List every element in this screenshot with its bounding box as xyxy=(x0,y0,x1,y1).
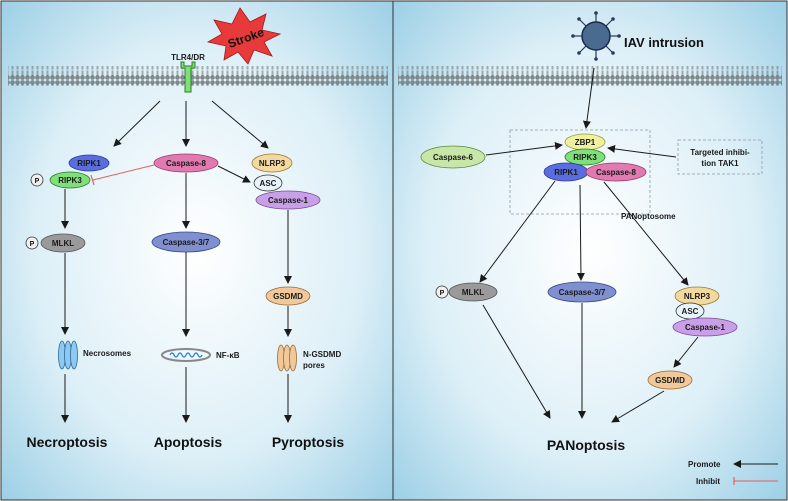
panoptosis-outcome: PANoptosis xyxy=(547,437,626,453)
asc-right-label: ASC xyxy=(682,307,699,316)
necrosomes-icon xyxy=(58,340,78,370)
receptor-label: TLR4/DR xyxy=(171,53,205,62)
virus-icon xyxy=(571,11,621,61)
nfkb-dna-icon xyxy=(161,348,211,362)
ripk1-right-label: RIPK1 xyxy=(554,168,578,177)
asc-label: ASC xyxy=(260,179,277,188)
caspase37-label: Caspase-3/7 xyxy=(163,238,210,247)
caspase6-label: Caspase-6 xyxy=(433,153,474,162)
tak1-label-line1: Targeted inhibi- xyxy=(690,148,750,157)
nlrp3-right-label: NLRP3 xyxy=(684,292,711,301)
stroke-burst-icon xyxy=(206,7,282,65)
caspase1-node xyxy=(255,190,321,210)
mlkl-node xyxy=(40,233,86,253)
caspase8-node xyxy=(153,153,219,173)
caspase6-node xyxy=(420,145,486,169)
tak1-label-line2: tion TAK1 xyxy=(701,159,739,168)
caspase1-right-node xyxy=(672,317,738,337)
phospho-ripk3-icon xyxy=(30,173,44,187)
caspase1-label: Caspase-1 xyxy=(268,196,309,205)
ripk3-right-node xyxy=(564,148,606,166)
legend-promote-label: Promote xyxy=(688,460,721,469)
phospho-ripk3-label: P xyxy=(35,178,40,185)
ripk3-label: RIPK3 xyxy=(58,176,82,185)
panoptosome-box xyxy=(509,129,651,215)
nlrp3-label: NLRP3 xyxy=(259,159,286,168)
ngsdmd-label-line2: pores xyxy=(303,361,325,370)
gsdmd-node xyxy=(265,286,311,306)
mlkl-right-label: MLKL xyxy=(462,288,484,297)
phospho-mlkl-right-label: P xyxy=(440,290,445,297)
ripk3-right-label: RIPK3 xyxy=(573,153,597,162)
phospho-mlkl-right-icon xyxy=(435,285,449,299)
asc-node xyxy=(253,174,283,192)
right-membrane xyxy=(398,66,782,86)
ripk1-node xyxy=(68,154,110,172)
left-membrane xyxy=(8,66,388,86)
gsdmd-right-node xyxy=(647,370,693,390)
caspase8-right-node xyxy=(585,162,647,182)
zbp1-label: ZBP1 xyxy=(575,138,596,147)
tak1-box xyxy=(677,139,763,175)
mlkl-label: MLKL xyxy=(52,239,74,248)
necroptosis-outcome: Necroptosis xyxy=(27,434,108,450)
mlkl-right-node xyxy=(448,282,498,302)
caspase8-label: Caspase-8 xyxy=(166,159,207,168)
tlr4-receptor-icon xyxy=(180,61,196,93)
legend-inhibit-label: Inhibit xyxy=(696,477,720,486)
caspase1-right-label: Caspase-1 xyxy=(685,323,726,332)
virus-label: IAV intrusion xyxy=(624,35,704,50)
caspase8-right-label: Caspase-8 xyxy=(596,168,637,177)
necrosomes-label: Necrosomes xyxy=(83,349,132,358)
phospho-mlkl-icon xyxy=(25,236,39,250)
gsdmd-right-label: GSDMD xyxy=(655,376,685,385)
caspase37-right-label: Caspase-3/7 xyxy=(559,288,606,297)
ripk1-label: RIPK1 xyxy=(77,159,101,168)
ripk3-node xyxy=(49,171,91,189)
caspase37-right-node xyxy=(547,281,617,303)
phospho-mlkl-label: P xyxy=(30,241,35,248)
apoptosis-outcome: Apoptosis xyxy=(154,434,223,450)
panoptosome-label: PANoptosome xyxy=(621,212,676,221)
nlrp3-node xyxy=(251,153,293,173)
gsdmd-pores-icon xyxy=(277,344,297,372)
ngsdmd-label-line1: N-GSDMD xyxy=(303,350,341,359)
nfkb-label: NF-κB xyxy=(216,351,240,360)
gsdmd-label: GSDMD xyxy=(273,292,303,301)
pyroptosis-outcome: Pyroptosis xyxy=(272,434,345,450)
